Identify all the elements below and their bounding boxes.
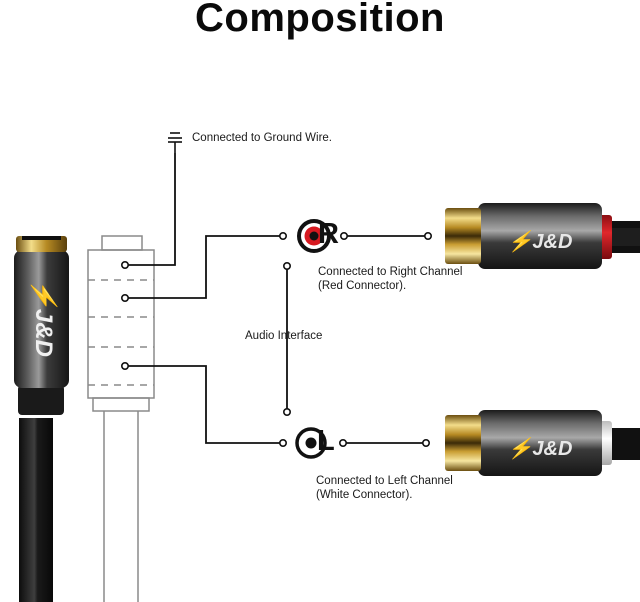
left-channel-label-line2: (White Connector). [316, 489, 413, 501]
plug-brand-logo: ⚡J&D [508, 436, 573, 460]
ground-wire [125, 153, 176, 266]
rca-plug-right: ⚡J&D [445, 203, 640, 269]
plug-body [478, 203, 602, 269]
ground-label: Connected to Ground Wire. [192, 132, 332, 144]
plug-brand-logo: ⚡J&D [508, 229, 573, 253]
left-channel-label: Connected to Left Channel (White Connect… [316, 474, 453, 502]
left-channel-label-line1: Connected to Left Channel [316, 475, 453, 487]
jack-schematic [87, 235, 155, 602]
plug-gold-tip [445, 208, 481, 264]
rca-plug-left: ⚡J&D [445, 410, 640, 476]
left-channel-letter: L [317, 425, 335, 457]
rca-right-symbol [297, 219, 331, 253]
right-channel-label-line2: (Red Connector). [318, 280, 407, 292]
jack-body [14, 250, 69, 388]
plug-gold-tip [445, 415, 481, 471]
left-channel-wire [125, 365, 280, 444]
audio-interface-label: Audio Interface [245, 330, 323, 342]
right-channel-label: Connected to Right Channel (Red Connecto… [318, 265, 463, 293]
plug-body [478, 410, 602, 476]
rca-left-symbol [295, 427, 327, 459]
page-title: Composition [195, 0, 445, 40]
right-channel-letter: R [318, 218, 339, 250]
female-jack-connector: ⚡J&D [14, 236, 69, 602]
svg-text:⚡J&D: ⚡J&D [30, 279, 58, 357]
jack-brand-logo: ⚡J&D [30, 279, 58, 357]
right-channel-label-line1: Connected to Right Channel [318, 266, 463, 278]
right-channel-wire [125, 235, 280, 299]
ground-icon [168, 132, 182, 153]
connection-nodes [121, 232, 432, 447]
jack-cable [19, 418, 53, 602]
jack-collar [18, 385, 64, 415]
wiring [125, 153, 426, 444]
